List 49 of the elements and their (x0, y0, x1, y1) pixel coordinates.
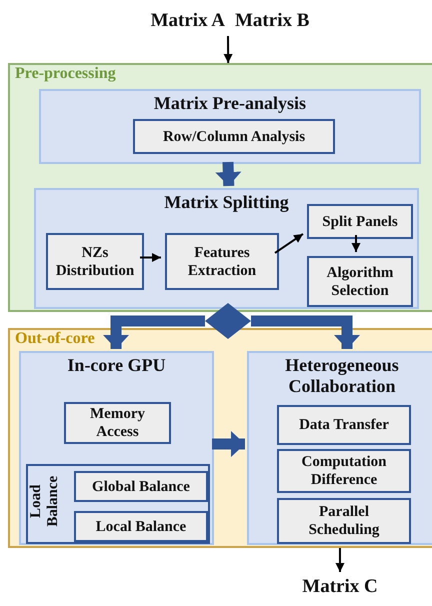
process-box (307, 256, 413, 307)
module-panel (19, 351, 214, 545)
box-label: Computation Difference (300, 453, 388, 489)
process-box (277, 498, 411, 544)
box-label: Parallel Scheduling (308, 503, 380, 539)
process-box (277, 449, 411, 493)
junction-diamond (205, 303, 251, 339)
box-label: Features Extraction (186, 244, 258, 280)
process-box (64, 402, 171, 444)
block-arrow (251, 316, 360, 349)
arrow (224, 36, 233, 63)
process-box (133, 119, 335, 154)
block-arrow (103, 316, 205, 350)
group-title: Out-of-core (15, 330, 95, 348)
panel-title: Heterogeneous Collaboration (284, 355, 400, 396)
process-box (74, 471, 208, 502)
arrow (352, 235, 360, 252)
stage-group (8, 63, 432, 312)
vertical-title: Load Balance (28, 474, 62, 529)
panel-title: In-core GPU (67, 355, 166, 376)
box-label: Memory Access (89, 405, 146, 441)
module-panel (247, 351, 432, 545)
panel-title: Matrix Pre-analysis (154, 93, 306, 114)
box-label: NZs Distribution (54, 244, 136, 280)
process-box (165, 233, 279, 290)
panel-title: Matrix Splitting (164, 192, 289, 213)
module-panel (39, 89, 421, 164)
box-label: Data Transfer (299, 416, 389, 434)
arrow (140, 253, 161, 262)
arrow (274, 233, 304, 254)
box-label: Split Panels (322, 212, 398, 230)
process-box (277, 405, 411, 445)
group-title: Pre-processing (15, 65, 116, 83)
process-box (74, 511, 208, 542)
process-box (307, 204, 413, 239)
matrix-label: Matrix B (235, 10, 310, 32)
module-panel (34, 188, 419, 309)
process-box (46, 233, 144, 290)
block-arrow (212, 431, 245, 458)
matrix-label: Matrix A (150, 10, 225, 32)
group-box (26, 464, 210, 544)
box-label: Local Balance (96, 518, 186, 536)
stage-group (8, 328, 432, 548)
box-label: Row/Column Analysis (162, 128, 306, 146)
box-label: Global Balance (92, 478, 190, 496)
arrow (335, 548, 344, 572)
matrix-label: Matrix C (302, 576, 378, 598)
block-arrow (215, 162, 242, 186)
box-label: Algorithm Selection (326, 264, 394, 300)
